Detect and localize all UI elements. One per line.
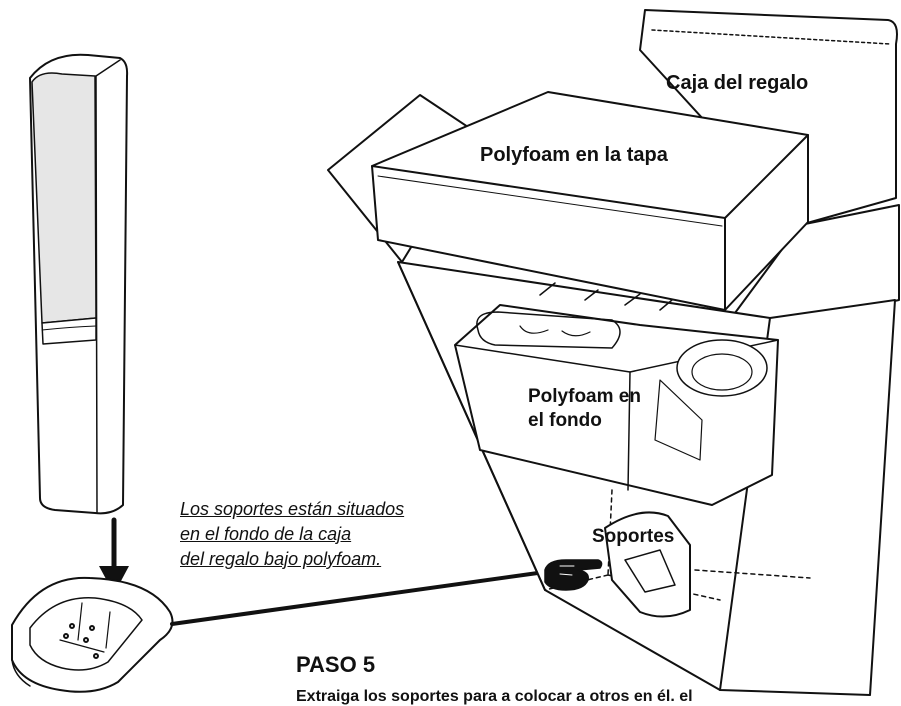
- step-title: PASO 5: [296, 652, 376, 677]
- stands-label: Soportes: [592, 526, 675, 547]
- gift-box-label: Caja del regalo: [666, 72, 809, 94]
- bottom-foam-label-line2: el fondo: [528, 410, 602, 431]
- stands-pieces: [604, 511, 691, 618]
- bottom-foam: [454, 282, 779, 506]
- note-line-1: Los soportes están situados: [180, 499, 405, 519]
- speaker-tower: [29, 53, 129, 515]
- lid-foam-label: Polyfoam en la tapa: [480, 144, 668, 166]
- connector-line: [170, 570, 547, 626]
- speaker-grille: [31, 72, 97, 324]
- step-description: Extraiga los soportes para a colocar a o…: [296, 688, 693, 705]
- speaker-base: [11, 576, 174, 693]
- pointing-hand-icon: [544, 559, 603, 591]
- note-line-3: del regalo bajo polyfoam.: [180, 549, 382, 569]
- note-line-2: en el fondo de la caja: [180, 524, 352, 544]
- bottom-foam-label-line1: Polyfoam en: [528, 386, 641, 407]
- lid-foam: [371, 91, 809, 311]
